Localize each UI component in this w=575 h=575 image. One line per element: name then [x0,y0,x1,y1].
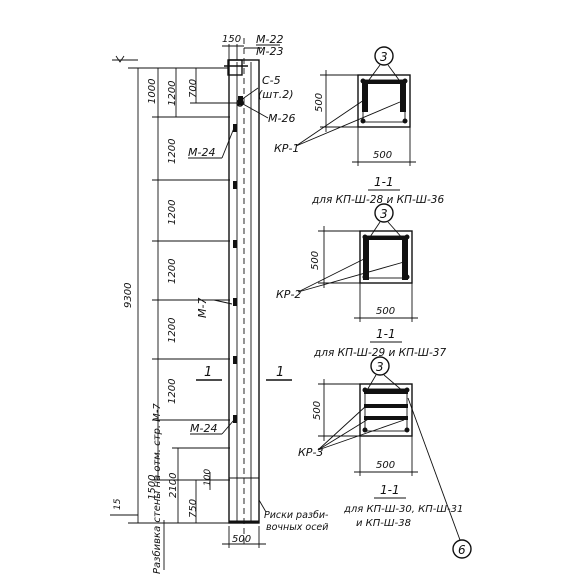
cut-mark-left: 1 [204,365,212,380]
section-2-caption: для КП-Ш-29 и КП-Ш-37 [313,347,446,359]
dim-2100: 2100 [168,473,179,498]
dim-base-small: 15 [113,498,123,510]
part-m23-label: М-23 [256,45,283,58]
dim-700: 700 [188,79,199,98]
section-1-bottom-dim: 500 [373,150,392,161]
section-2-mark-circle [374,203,394,223]
section-1-cage [362,79,406,123]
dim-top-1200: 1200 [167,81,178,106]
top-width-dim: 150 [222,34,244,60]
section-1-outline [357,74,411,128]
section-3-mark: 3 [376,360,384,374]
bottom-note-line1: Риски разби- [264,510,329,521]
part-m24-upper-label: М-24 [188,146,215,159]
part-m7-label: М-7 [196,298,209,318]
sht2-label: (шт.2) [258,88,294,101]
section-2-cut-label: 1-1 [376,327,396,341]
top-plate [227,59,243,76]
section-3-frame: КР-3 [298,446,323,459]
section-3: 3 500 500 КР-3 1-1 для КП-Ш-30, КП-Ш-31 … [298,356,463,541]
section-1-mark-circle [374,46,394,66]
section-3-caption-line2: и КП-Ш-38 [356,518,411,529]
section-2-side-dim: 500 [310,251,321,270]
section-3-bottom-dim: 500 [376,460,395,471]
bottom-width-label: 500 [232,534,251,545]
embedded-part [233,415,237,423]
dimension-chain: 9300 1000 1200 1200 1200 1200 1200 1500 … [110,55,238,524]
part-m24-lower-label: М-24 [190,422,217,435]
section-3-cage [364,388,408,432]
section-1-mark: 3 [380,50,388,64]
section-2: 3 500 500 КР-2 1-1 для КП-Ш-29 и КП-Ш-37 [276,203,446,359]
dim-100: 100 [203,469,213,486]
column-elevation [224,38,260,545]
bottom-width-dim: 500 [222,526,266,548]
section-1-caption: для КП-Ш-28 и КП-Ш-36 [311,194,444,206]
dim-1500: 1500 [147,475,158,500]
dim-1200-e: 1200 [167,379,178,404]
section-1: 3 500 500 КР-1 1-1 для КП-Ш-28 и КП-Ш-36 [274,46,444,206]
cut-mark-right: 1 [276,365,284,380]
section-2-frame: КР-2 [276,288,301,301]
dim-1200-b: 1200 [167,200,178,225]
vertical-note: Разбивка стены на отм. стр. М-7 [151,403,163,574]
callout-6: 6 [458,543,466,557]
dim-1200-c: 1200 [167,259,178,284]
embedded-part [233,356,237,364]
part-m22-label: М-22 [256,33,283,46]
section-3-mark-circle [370,356,390,376]
dim-1200-a: 1200 [167,139,178,164]
top-width-label: 150 [222,34,241,45]
embedded-part [233,124,237,132]
part-m26-label: М-26 [268,112,295,125]
section-1-frame: КР-1 [274,142,299,155]
section-3-side-dim: 500 [312,401,323,420]
section-3-caption-line1: для КП-Ш-30, КП-Ш-31 [343,504,463,515]
section-1-side-dim: 500 [314,93,325,112]
total-height-label: 9300 [123,283,134,308]
dim-750: 750 [188,499,199,518]
dim-1000: 1000 [147,79,158,104]
cut-marks: 1 1 [196,365,292,381]
dim-1200-d: 1200 [167,318,178,343]
embedded-part [233,181,237,189]
section-2-mark: 3 [380,207,388,221]
c5-label: С-5 [262,74,281,87]
bottom-note-line2: вочных осей [266,522,328,533]
embedded-part [233,298,237,306]
section-2-bottom-dim: 500 [376,306,395,317]
embedded-part [233,240,237,248]
section-2-outline [359,230,413,284]
section-3-cut-label: 1-1 [380,483,400,497]
callout-6-circle [452,539,472,559]
section-1-cut-label: 1-1 [374,175,394,189]
